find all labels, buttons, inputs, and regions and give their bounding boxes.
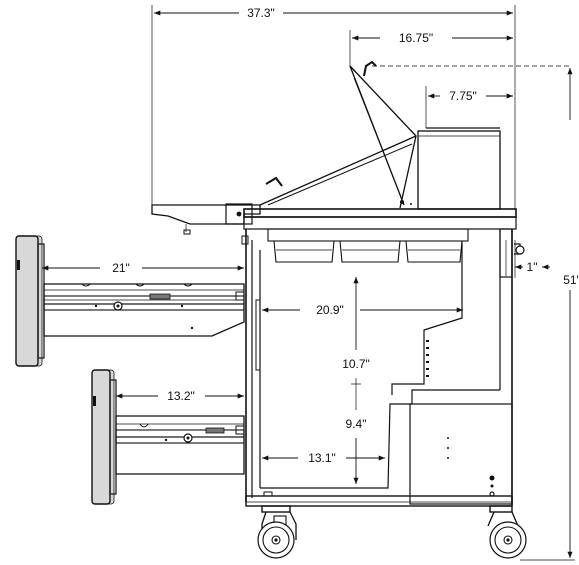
side-clearance-label: 1" [527, 260, 538, 274]
caster-rear-right [487, 505, 527, 559]
cabinet-body [245, 228, 513, 507]
grill-top-deck [151, 203, 525, 255]
lower-interior-height-label: 9.4" [346, 417, 367, 431]
upper-interior-height-label: 10.7" [342, 357, 370, 371]
drawer-upper-extended [15, 235, 245, 367]
hood-depth-label: 16.75" [399, 31, 433, 45]
drawer-bottom-extension-label: 13.2" [167, 389, 195, 403]
lower-interior-width-label: 13.1" [308, 451, 336, 465]
overall-height-label: 51" [563, 273, 579, 287]
cabinet-interior-width-label: 20.9" [316, 303, 344, 317]
shelf-depth-label: 7.75" [449, 89, 477, 103]
grill-hood [259, 60, 501, 210]
dimension-labels: 37.3" 16.75" 7.75" 21" 13.2" 20.9" 10.7"… [112, 6, 579, 465]
caster-front-left [257, 505, 297, 559]
overall-depth-label: 37.3" [247, 6, 275, 20]
drawer-top-extension-label: 21" [112, 261, 130, 275]
dimension-lines [42, 5, 575, 561]
drip-pans [267, 228, 469, 263]
drawer-lower-extended [91, 369, 245, 505]
vent-slots [426, 340, 429, 377]
